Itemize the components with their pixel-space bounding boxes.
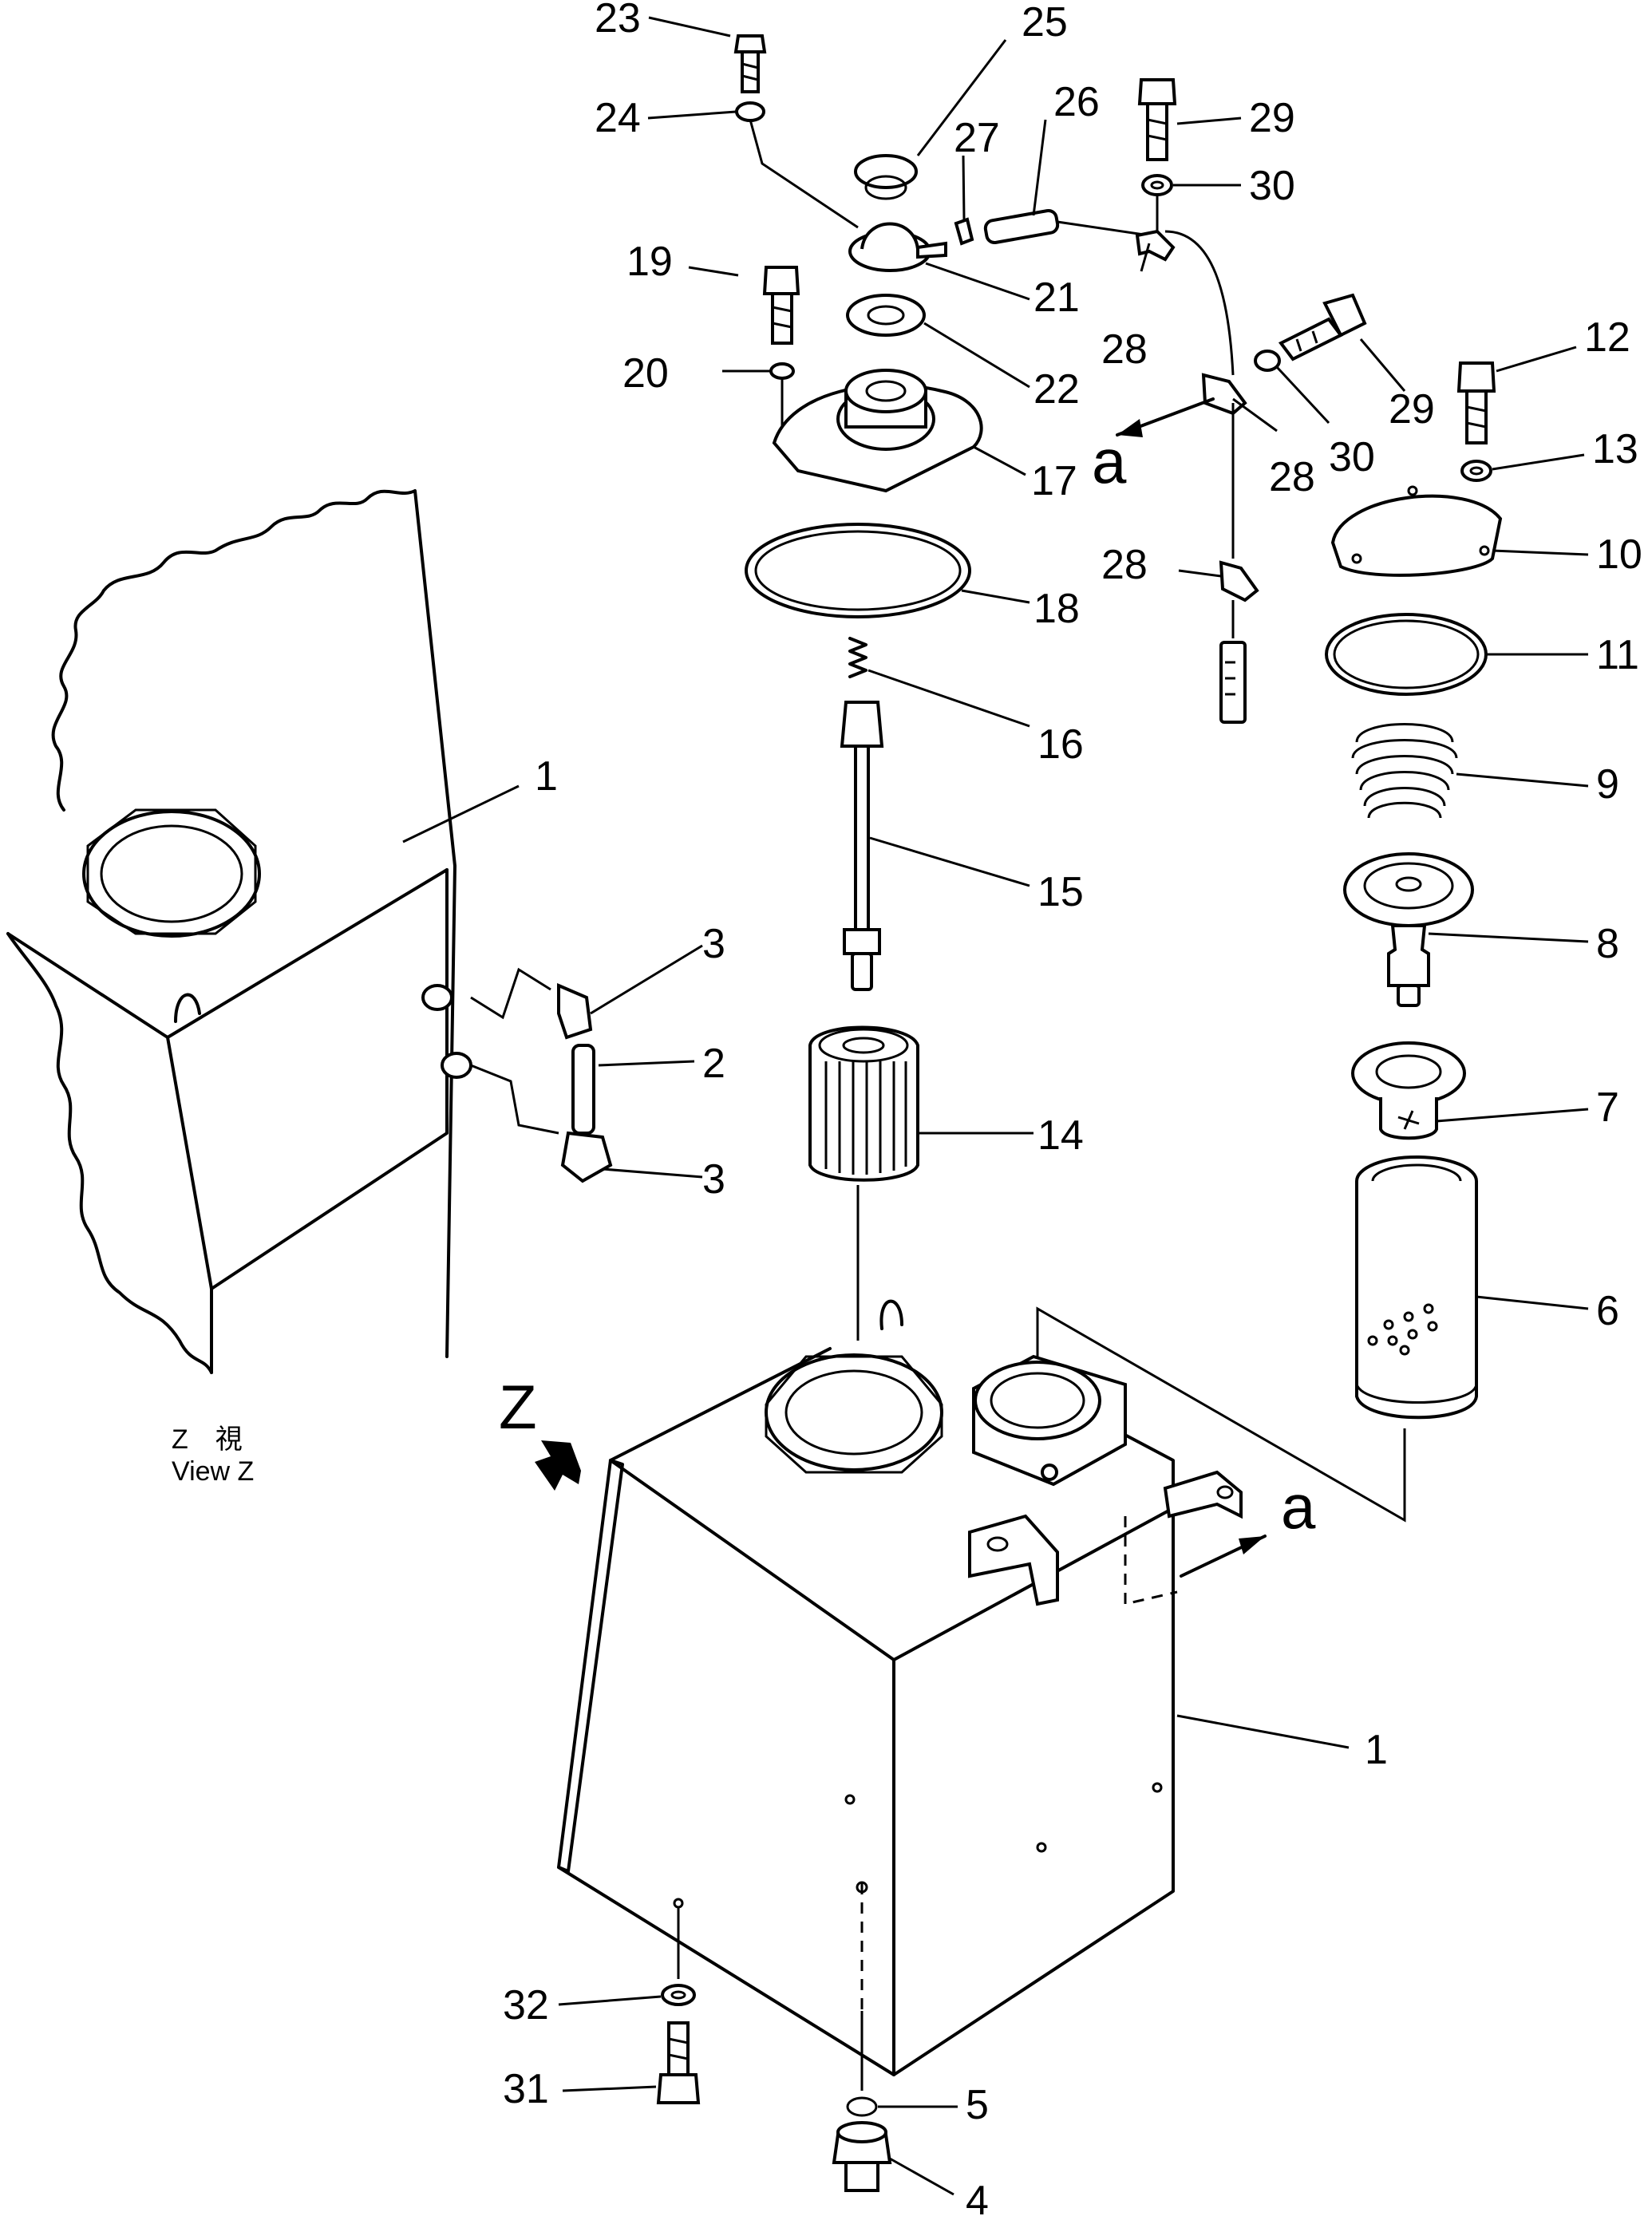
callout-3-bottom: 3	[702, 1156, 725, 1203]
callout-15: 15	[1037, 869, 1084, 915]
callout-2: 2	[702, 1041, 725, 1087]
callout-30-top: 30	[1249, 163, 1295, 209]
callout-23: 23	[595, 0, 641, 41]
callout-25: 25	[1022, 0, 1068, 45]
callout-9: 9	[1596, 761, 1619, 808]
callout-29-mid: 29	[1389, 386, 1435, 433]
main-tank	[557, 1299, 1243, 2076]
level-gauge-assembly	[1135, 78, 1367, 724]
callout-26: 26	[1053, 79, 1100, 125]
callout-28-top: 28	[1101, 326, 1148, 373]
callout-6: 6	[1596, 1288, 1619, 1334]
callout-30-mid: 30	[1329, 434, 1375, 480]
callout-24: 24	[595, 95, 641, 141]
callout-5: 5	[966, 2082, 989, 2128]
callout-21: 21	[1033, 275, 1080, 321]
callout-1-main: 1	[1365, 1727, 1388, 1773]
callout-27: 27	[954, 115, 1000, 161]
section-a-marker-upper: a	[1092, 426, 1127, 496]
callout-7: 7	[1596, 1084, 1619, 1131]
callout-10: 10	[1596, 531, 1642, 578]
callouts: 1 1 2 3 3 4 5 6 7 8 9 10 11 12 13 14 15 …	[503, 0, 1642, 2220]
callout-16: 16	[1037, 721, 1084, 768]
callout-20: 20	[622, 350, 669, 397]
callout-28-mid: 28	[1269, 454, 1315, 500]
callout-31: 31	[503, 2066, 549, 2112]
view-z-kanji: Z 視	[172, 1424, 243, 1455]
callout-4: 4	[966, 2178, 989, 2220]
callout-8: 8	[1596, 921, 1619, 967]
callout-1-side: 1	[535, 753, 558, 800]
view-z-caption: View Z	[172, 1456, 254, 1487]
callout-17: 17	[1031, 458, 1077, 504]
callout-11: 11	[1596, 632, 1639, 678]
callout-28-low: 28	[1101, 542, 1148, 588]
view-z-tank	[6, 489, 613, 1374]
callout-19: 19	[626, 239, 673, 285]
callout-22: 22	[1033, 366, 1080, 413]
strainer-assembly	[1036, 361, 1503, 1523]
callout-32: 32	[503, 1982, 549, 2028]
callout-12: 12	[1584, 314, 1630, 361]
callout-29-top: 29	[1249, 95, 1295, 141]
section-a-marker-lower: a	[1281, 1471, 1316, 1542]
filter-assembly	[733, 34, 1150, 1341]
leader-lines	[402, 16, 1589, 2196]
callout-14: 14	[1037, 1112, 1084, 1159]
view-z-marker-letter: Z	[499, 1372, 537, 1442]
bottom-fittings	[656, 1907, 892, 2192]
callout-18: 18	[1033, 586, 1080, 632]
view-z-direction-arrow	[535, 1440, 581, 1491]
callout-13: 13	[1592, 426, 1638, 472]
callout-3-top: 3	[702, 921, 725, 967]
